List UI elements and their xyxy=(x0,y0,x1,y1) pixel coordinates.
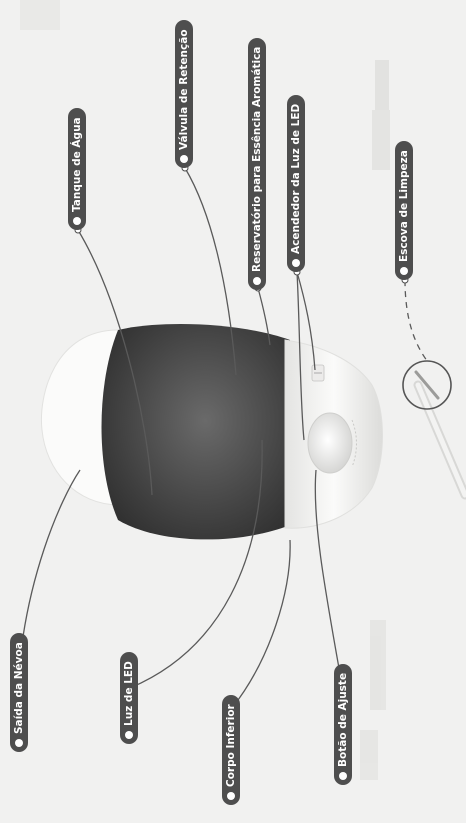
label-text: Tanque de Água xyxy=(68,117,86,212)
label-text: Escova de Limpeza xyxy=(395,150,413,262)
label-text: Válvula de Retenção xyxy=(175,29,193,150)
label-acendedor-led: Acendedor da Luz de LED xyxy=(287,95,305,272)
label-text: Luz de LED xyxy=(120,661,138,726)
label-text: Reservatório para Essência Aromática xyxy=(248,47,266,272)
label-text: Acendedor da Luz de LED xyxy=(287,104,305,254)
bullet-dot xyxy=(125,731,133,739)
led-switch-mark xyxy=(312,365,324,381)
label-reservatorio: Reservatório para Essência Aromática xyxy=(248,38,266,290)
bullet-dot xyxy=(180,155,188,163)
leader-corpo-inferior xyxy=(232,540,290,708)
water-tank xyxy=(102,324,291,539)
label-text: Saída da Névoa xyxy=(10,642,28,734)
bullet-dot xyxy=(73,217,81,225)
bullet-dot xyxy=(400,267,408,275)
cleaning-brush xyxy=(403,361,465,495)
adjustment-knob xyxy=(308,413,352,473)
bullet-dot xyxy=(292,259,300,267)
label-saida-nevoa: Saída da Névoa xyxy=(10,633,28,752)
label-tanque-agua: Tanque de Água xyxy=(68,108,86,230)
bullet-dot xyxy=(227,792,235,800)
label-text: Botão de Ajuste xyxy=(334,673,352,767)
bullet-dot xyxy=(339,772,347,780)
label-escova-limpeza: Escova de Limpeza xyxy=(395,141,413,280)
label-corpo-inferior: Corpo Inferior xyxy=(222,695,240,805)
label-luz-led: Luz de LED xyxy=(120,652,138,744)
leader-escova-limpeza xyxy=(405,280,428,362)
label-text: Corpo Inferior xyxy=(222,704,240,787)
bullet-dot xyxy=(253,277,261,285)
bullet-dot xyxy=(15,739,23,747)
label-valvula-retencao: Válvula de Retenção xyxy=(175,20,193,168)
label-botao-ajuste: Botão de Ajuste xyxy=(334,664,352,785)
